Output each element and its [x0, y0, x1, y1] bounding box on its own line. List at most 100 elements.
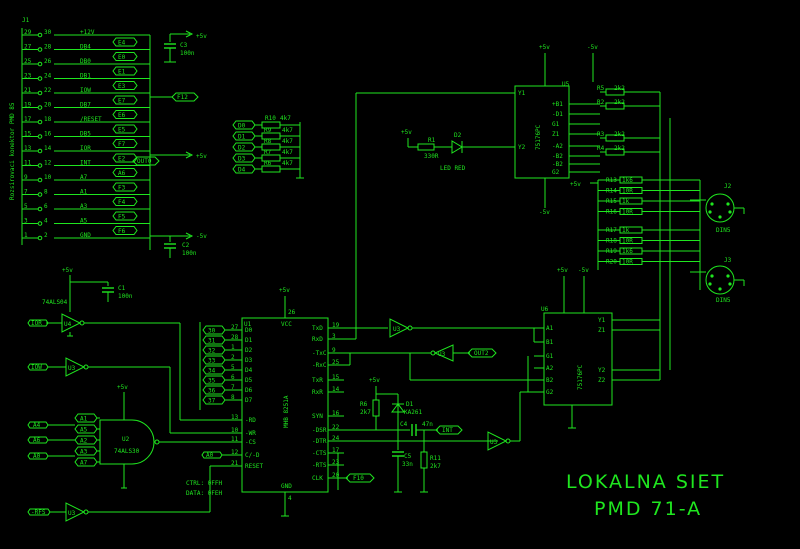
rnet-ref-1: R2	[597, 99, 605, 106]
j1-signal: A1	[80, 189, 88, 196]
u5-pin-Y2: Y2	[518, 144, 526, 151]
u1-rnum-1: 3	[332, 333, 336, 340]
title-line2: PMD 71-A	[594, 498, 702, 520]
u2-in-A1-label: A1	[80, 416, 88, 423]
u6-rpin-2: Y2	[598, 367, 606, 374]
power-label: -5v	[196, 233, 207, 240]
u1-rnum-10: 23	[332, 459, 340, 466]
j1-pin-a: 3	[24, 218, 28, 225]
led-ref: D2	[454, 132, 462, 139]
j1-pin-a: 23	[24, 73, 32, 80]
j1-pin-a: 29	[24, 29, 32, 36]
j1-port-label: F6	[118, 228, 126, 235]
u5-pin-Y1: Y1	[518, 90, 526, 97]
u1-lnum-8: 13	[231, 414, 239, 421]
j1-pin-a: 17	[24, 116, 32, 123]
u3-ref: U3	[68, 365, 76, 372]
u5-rpin-2: G1	[552, 121, 560, 128]
j1-signal: A3	[80, 203, 88, 210]
u1-right-1: RxD	[312, 336, 323, 343]
flag-a0	[201, 451, 223, 459]
u1-data-37-label: 37	[208, 398, 216, 405]
flag-out2-label: OUT2	[474, 350, 489, 357]
j1-pin-a: 11	[24, 160, 32, 167]
flag-f10	[345, 473, 375, 483]
rnet2-val-4: 1k	[622, 227, 630, 234]
u1-data-30-label: 30	[208, 328, 216, 335]
note-ctrl: CTRL: 0FFH	[186, 480, 223, 487]
din-j2: J2 DIN5	[705, 183, 745, 234]
r9-val: 4k7	[282, 127, 293, 134]
u2-in-A3-label: A3	[80, 449, 88, 456]
j1-pin-b: 6	[44, 203, 48, 210]
r8-ref: R8	[264, 138, 272, 145]
rnet2-val-6: 1k6	[622, 248, 633, 255]
c5-ref: C5	[404, 453, 412, 460]
j1-port-label: E2	[118, 156, 126, 163]
j1-pin-a: 21	[24, 87, 32, 94]
j1-signal: DB5	[80, 131, 91, 138]
bus-port-D0	[232, 120, 256, 130]
bus-port-D3-label: D3	[238, 156, 246, 163]
u1-data-34	[202, 365, 226, 375]
j1-port	[112, 168, 138, 177]
ic-u1: U1 VCC GND MHB 8251A +5v 26 4 D027D128D2…	[199, 287, 344, 517]
flag-out0	[132, 156, 160, 166]
sig-rfs: -RFS	[31, 509, 46, 516]
d1-val: KA261	[404, 409, 422, 416]
c2-ref: C2	[182, 242, 190, 249]
u1-data-31-label: 31	[208, 338, 216, 345]
u1-left-5: D5	[245, 377, 253, 384]
u4-type: 74ALS04	[42, 299, 68, 306]
sig-a6: A6	[33, 437, 41, 444]
rnet2-val-3: 10R	[622, 209, 633, 216]
u1-left-10: -CS	[245, 439, 256, 446]
j1-pin-b: 24	[44, 73, 52, 80]
c2-val: 100n	[182, 250, 197, 257]
j1-pin-a: 7	[24, 189, 28, 196]
din-j3: J3 DIN5	[705, 257, 745, 304]
u1-pin4: 4	[288, 495, 292, 502]
j3-label: DIN5	[716, 297, 731, 304]
u1-pin26: 26	[288, 309, 296, 316]
u1-left-7: D7	[245, 397, 253, 404]
led-label: LED RED	[440, 165, 466, 172]
u1-right-9: -CTS	[312, 450, 327, 457]
u1-right-6: SYN	[312, 413, 323, 420]
c4-val: 47n	[422, 421, 433, 428]
u2-in-A3	[74, 446, 98, 456]
j1-pin-a: 9	[24, 174, 28, 181]
j1-port	[112, 95, 138, 105]
u6-lpin-4: B2	[546, 377, 554, 384]
r10-ref: R10	[265, 115, 276, 122]
bus-port-D4-label: D4	[238, 167, 246, 174]
j1-pin-a: 1	[24, 232, 28, 239]
j1-signal: DB7	[80, 102, 91, 109]
u3e-ref: U3	[490, 439, 498, 446]
u4-vcc: +5v	[62, 267, 73, 274]
j1-port	[112, 197, 138, 206]
u1-lnum-2: 1	[231, 344, 235, 351]
u1-data-37	[202, 395, 226, 405]
r1-ref: R1	[428, 137, 436, 144]
u1-p5: +5v	[279, 287, 290, 294]
r10-val: 4k7	[280, 115, 291, 122]
u6-p5: +5v	[557, 267, 568, 274]
j1-pin-a: 13	[24, 145, 32, 152]
cap-c3: C3 100n	[164, 34, 195, 63]
u5-rpin-5: -B2	[552, 153, 563, 160]
sig-iow: IOW	[31, 364, 42, 371]
u1-left-12: RESET	[245, 463, 263, 470]
u1-left-9: -WR	[245, 430, 256, 437]
u1-lnum-6: 7	[231, 384, 235, 391]
gate-u3b: -RFS U3	[27, 465, 234, 522]
j1-pin-b: 4	[44, 218, 48, 225]
u1-right-4: TxR	[312, 377, 323, 384]
u5-rpin-0: +B1	[552, 101, 563, 108]
j1-port-label: E5	[118, 127, 126, 134]
flag-out0-label: OUT0	[137, 158, 152, 165]
